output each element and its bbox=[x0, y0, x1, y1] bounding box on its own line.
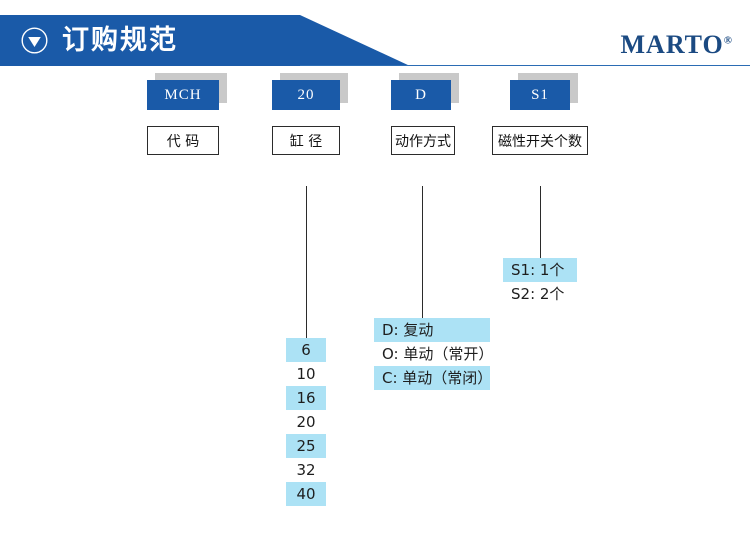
page-title: 订购规范 bbox=[62, 25, 178, 56]
option-item[interactable]: 6 bbox=[286, 338, 326, 362]
option-item[interactable]: 25 bbox=[286, 434, 326, 458]
registered-mark: ® bbox=[723, 34, 732, 47]
ordering-code-diagram: MCH 代 码 20 缸 径 6 10 16 20 25 32 40 D 动作方… bbox=[0, 73, 750, 540]
option-item[interactable]: 32 bbox=[296, 461, 316, 479]
label-box-action: 动作方式 bbox=[391, 126, 455, 155]
header-banner bbox=[0, 15, 410, 66]
option-list-switches: S1: 1个 S2: 2个 bbox=[503, 258, 577, 306]
brand-name: MARTO bbox=[620, 30, 724, 59]
option-list-bore: 6 10 16 20 25 32 40 bbox=[286, 338, 326, 506]
option-item[interactable]: S2: 2个 bbox=[511, 285, 565, 303]
page-header: 订购规范 MARTO® bbox=[0, 0, 750, 80]
diagram-column-bore: 20 缸 径 bbox=[272, 73, 348, 155]
code-chip-wrapper: MCH bbox=[147, 73, 227, 110]
code-chip-action[interactable]: D bbox=[391, 80, 451, 110]
code-chip-wrapper: D bbox=[391, 73, 459, 110]
label-box-code: 代 码 bbox=[147, 126, 219, 155]
code-chip-wrapper: S1 bbox=[510, 73, 578, 110]
diagram-column-action: D 动作方式 bbox=[391, 73, 459, 155]
brand-logo: MARTO® bbox=[621, 30, 733, 60]
option-item[interactable]: 10 bbox=[296, 365, 316, 383]
diagram-column-switches: S1 磁性开关个数 bbox=[492, 73, 588, 155]
option-item[interactable]: 40 bbox=[286, 482, 326, 506]
option-item[interactable]: 16 bbox=[286, 386, 326, 410]
label-box-switches: 磁性开关个数 bbox=[492, 126, 588, 155]
code-chip-wrapper: 20 bbox=[272, 73, 348, 110]
triangle-down-icon bbox=[21, 27, 48, 54]
option-item[interactable]: S1: 1个 bbox=[503, 258, 577, 282]
connector-line-bore bbox=[306, 186, 307, 346]
diagram-column-code: MCH 代 码 bbox=[147, 73, 227, 155]
option-item[interactable]: C: 单动（常闭） bbox=[374, 366, 492, 390]
code-chip-bore[interactable]: 20 bbox=[272, 80, 340, 110]
code-chip-switches[interactable]: S1 bbox=[510, 80, 570, 110]
label-box-bore: 缸 径 bbox=[272, 126, 340, 155]
code-chip-code[interactable]: MCH bbox=[147, 80, 219, 110]
connector-line-switches bbox=[540, 186, 541, 262]
option-item[interactable]: O: 单动（常开） bbox=[382, 345, 494, 363]
connector-line-action bbox=[422, 186, 423, 324]
header-divider bbox=[300, 65, 750, 66]
option-item[interactable]: D: 复动 bbox=[374, 318, 490, 342]
option-item[interactable]: 20 bbox=[296, 413, 316, 431]
option-list-action: D: 复动 O: 单动（常开） C: 单动（常闭） bbox=[374, 318, 494, 390]
